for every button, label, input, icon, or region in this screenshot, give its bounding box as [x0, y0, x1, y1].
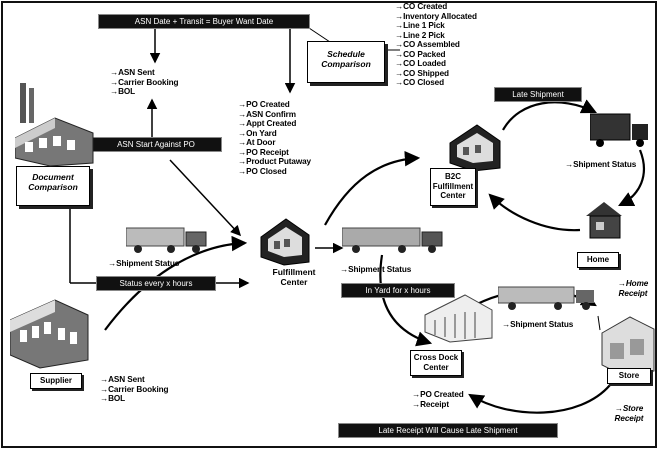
- store-label: Store: [618, 371, 640, 380]
- node-supplier: Supplier: [30, 373, 82, 389]
- home-receipt-label: →Home Receipt: [612, 279, 654, 298]
- asn-bottom-list: →ASN Sent →Carrier Booking →BOL: [100, 375, 169, 404]
- list-item: →Product Putaway: [238, 157, 312, 166]
- shipment-status-cross: →Shipment Status: [502, 320, 574, 329]
- arrow-asn-to-fc: [169, 159, 242, 237]
- list-item: →CO Created: [395, 2, 448, 11]
- list-item: →ASN Confirm: [238, 109, 296, 119]
- node-cross-dock: Cross Dock Center: [410, 350, 462, 376]
- factory-icon: [15, 83, 94, 167]
- curve-home-b2c: [488, 193, 581, 232]
- list-item: →Receipt: [412, 399, 449, 409]
- list-item: →At Door: [238, 138, 276, 147]
- diagram-frame: [1, 1, 657, 448]
- schedule-comparison-label: Schedule Comparison: [321, 49, 371, 69]
- list-item: →ASN Sent: [100, 375, 145, 384]
- banner-late-shipment: Late Shipment: [494, 87, 582, 102]
- curve-fc-crossdock: [379, 254, 433, 347]
- home-label: Home: [586, 255, 610, 264]
- list-item: →PO Created: [412, 390, 464, 399]
- warehouse-icon: [260, 218, 310, 266]
- list-item: →CO Assembled: [395, 40, 460, 49]
- list-item: →PO Receipt: [238, 147, 289, 157]
- banner-late-receipt: Late Receipt Will Cause Late Shipment: [338, 423, 558, 438]
- list-item: →Inventory Allocated: [395, 11, 477, 21]
- banner-asn-date: ASN Date + Transit = Buyer Want Date: [98, 14, 310, 29]
- fulfillment-center-label: Fulfillment Center: [272, 267, 316, 287]
- node-fulfillment-center: Fulfillment Center: [266, 267, 322, 287]
- po-steps-list: →PO Created →ASN Confirm →Appt Created →…: [238, 100, 311, 176]
- box-schedule-comparison: Schedule Comparison: [307, 41, 385, 83]
- po-receipt-list: →PO Created →Receipt: [412, 390, 464, 409]
- cross-dock-icon: [424, 294, 493, 343]
- curve-store-crossdock: [468, 384, 611, 414]
- supplier-label: Supplier: [39, 376, 72, 385]
- home-receipt-text: →Home Receipt: [617, 279, 649, 298]
- shipment-status-left: →Shipment Status: [108, 259, 180, 268]
- list-item: →Appt Created: [238, 119, 297, 128]
- list-item: →BOL: [100, 394, 126, 403]
- asn-top-list: →ASN Sent →Carrier Booking →BOL: [110, 68, 179, 97]
- shipment-status-b2c: →Shipment Status: [565, 160, 637, 169]
- list-item: →CO Packed: [395, 49, 446, 59]
- list-item: →Line 1 Pick: [395, 21, 445, 30]
- list-item: →CO Loaded: [395, 59, 446, 68]
- list-item: →Line 2 Pick: [395, 30, 445, 40]
- list-item: →CO Shipped: [395, 68, 449, 78]
- banner-status-every: Status every x hours: [96, 276, 216, 291]
- curve-b2c-truck: [502, 99, 597, 131]
- list-item: →BOL: [110, 87, 136, 96]
- store-receipt-label: →Store Receipt: [608, 404, 650, 423]
- list-item: →ASN Sent: [110, 68, 155, 77]
- home-icon: [586, 202, 622, 239]
- co-steps-list: →CO Created →Inventory Allocated →Line 1…: [395, 2, 477, 88]
- truck-icon: [498, 286, 594, 310]
- node-store: Store: [607, 368, 651, 384]
- list-item: →CO Closed: [395, 78, 445, 87]
- truck-icon: [590, 113, 648, 147]
- banner-asn-start: ASN Start Against PO: [90, 137, 222, 152]
- store-icon: [601, 316, 655, 378]
- curve-fc-b2c: [324, 151, 421, 226]
- banner-in-yard: In Yard for x hours: [341, 283, 455, 298]
- list-item: →PO Created: [238, 100, 290, 109]
- shipment-status-mid: →Shipment Status: [340, 265, 412, 274]
- document-comparison-label: Document Comparison: [28, 172, 78, 192]
- b2c-center-label: B2C Fulfillment Center: [432, 172, 474, 200]
- list-item: →On Yard: [238, 128, 277, 138]
- list-item: →Carrier Booking: [110, 77, 179, 87]
- store-receipt-text: →Store Receipt: [614, 404, 644, 423]
- box-document-comparison: Document Comparison: [16, 166, 90, 206]
- supplier-factory-icon: [10, 299, 89, 369]
- b2c-center-icon: [449, 124, 501, 172]
- truck-icon: [342, 227, 443, 253]
- node-home: Home: [577, 252, 619, 268]
- truck-icon: [126, 227, 207, 253]
- cross-dock-label: Cross Dock Center: [413, 353, 459, 372]
- curve-truck-home: [618, 149, 645, 206]
- list-item: →Carrier Booking: [100, 384, 169, 394]
- list-item: →PO Closed: [238, 166, 287, 176]
- curve-supplier-fc: [104, 235, 248, 331]
- node-b2c-center: B2C Fulfillment Center: [430, 168, 476, 206]
